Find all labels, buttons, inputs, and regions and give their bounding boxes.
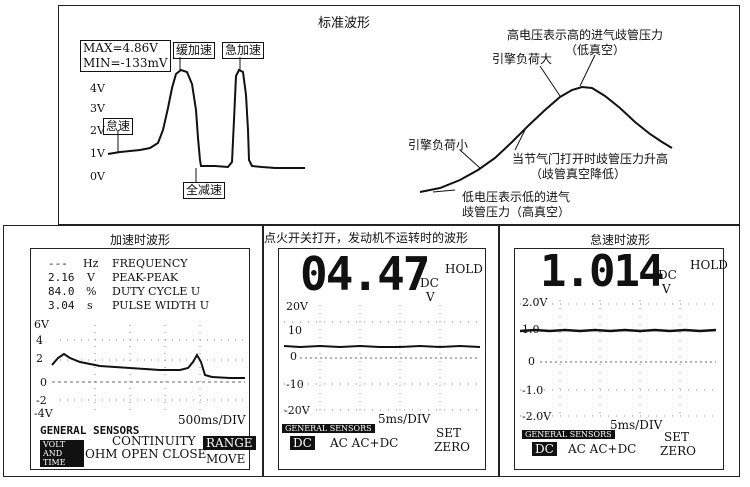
panel2-unit-dc: DC [420, 276, 439, 290]
panel3-ytick-0: 0 [528, 355, 535, 368]
continuity-label: CONTINUITY [112, 434, 196, 448]
panel1-ytick-6: 6V [34, 318, 49, 331]
panel2-ytick-10: 10 [288, 324, 302, 337]
panel3-hold-label: HOLD [690, 258, 728, 272]
panel3-ytick-m1: -1.0 [522, 384, 544, 397]
panel1-mode-label: GENERAL SENSORS [40, 424, 140, 437]
high-load-note: 引擎负荷大 [492, 52, 553, 66]
panel1-ytick-m4: -4V [34, 407, 53, 420]
panel1-ytick-4: 4 [36, 334, 43, 347]
accel-fast-label: 急加速 [222, 42, 265, 59]
low-pressure-note: 低电压表示低的进气 [462, 190, 571, 204]
panel3-unit-v: V [662, 282, 671, 296]
panel2-ytick-m20: -20V [284, 404, 310, 417]
top-ytick-2: 2V [90, 124, 105, 137]
panel3-ac-options[interactable]: AC AC+DC [568, 442, 637, 456]
panel3-timebase: 5ms/DIV [610, 418, 663, 432]
panel2-mode-label: GENERAL SENSORS [282, 424, 375, 433]
panel3-unit-dc: DC [658, 268, 677, 282]
reading-duty-value: 84.0 [48, 285, 75, 298]
panel-divider-1 [262, 225, 264, 477]
max-min-label: MAX=4.86V MIN=-133mV [80, 40, 171, 72]
panel2-hold-label: HOLD [445, 262, 483, 276]
reading-peak-value: 2.16 [48, 271, 75, 284]
reading-pulse-label: PULSE WIDTH U [112, 299, 210, 312]
panel2-unit-v: V [426, 290, 435, 304]
idle-label: 怠速 [103, 118, 134, 135]
volt-time-button[interactable]: VOLT AND TIME [40, 440, 84, 467]
reading-duty-label: DUTY CYCLE U [112, 285, 201, 298]
panel1-timebase: 500ms/DIV [178, 413, 246, 427]
top-ytick-4: 4V [90, 82, 105, 95]
reading-pulse-unit: s [87, 299, 93, 312]
panel3-waveform-trace [519, 328, 717, 333]
panel2-ytick-20: 20V [286, 300, 308, 313]
panel2-set-button[interactable]: SET [436, 426, 461, 440]
load-curve-trace [419, 85, 673, 193]
reading-pulse-value: 3.04 [48, 299, 75, 312]
panel2-dc-button[interactable]: DC [290, 436, 315, 450]
top-title: 标准波形 [318, 16, 371, 31]
panel3-set-button[interactable]: SET [664, 430, 689, 444]
panel1-ytick-m2: -2 [36, 394, 47, 407]
panel2-scope-screen [278, 248, 486, 470]
panel1-scope-screen [30, 248, 250, 470]
reading-frequency-unit: Hz [83, 257, 99, 270]
top-ytick-1: 1V [90, 147, 105, 160]
panel2-ytick-m10: -10 [286, 378, 304, 391]
standard-waveform-trace [107, 68, 305, 169]
top-panel-frame [58, 5, 740, 225]
panel2-ytick-0: 0 [290, 350, 297, 363]
high-pressure-note: 高电压表示高的进气歧管压力 [507, 28, 664, 42]
panel3-big-reading: 1.014 [540, 246, 664, 297]
panel2-title: 点火开关打开，发动机不运转时的波形 [264, 231, 469, 245]
panel1-waveform-trace [51, 352, 245, 379]
reading-frequency-value: --- [48, 257, 68, 270]
top-ytick-0: 0V [90, 170, 105, 183]
panel-divider-2 [498, 225, 500, 477]
panel2-timebase: 5ms/DIV [378, 412, 431, 426]
panel3-zero-button[interactable]: ZERO [660, 444, 696, 458]
panel1-ytick-2: 2 [36, 352, 43, 365]
range-button[interactable]: RANGE [203, 436, 256, 450]
panel2-waveform-trace [283, 344, 481, 349]
max-label: MAX=4.86V [83, 41, 158, 55]
min-label: MIN=-133mV [83, 56, 168, 70]
panel2-ac-options[interactable]: AC AC+DC [330, 436, 399, 450]
panel2-big-reading: 04.47 [300, 247, 430, 301]
reading-peak-label: PEAK-PEAK [112, 271, 179, 284]
panel3-ytick-2: 2.0V [522, 296, 548, 309]
panel1-title: 加速时波形 [110, 233, 171, 247]
full-decel-label: 全减速 [183, 182, 226, 199]
panel3-dc-button[interactable]: DC [532, 442, 557, 456]
reading-peak-unit: V [87, 271, 95, 284]
bottom-panels-frame [3, 225, 740, 477]
move-label: MOVE [206, 452, 246, 466]
low-load-note: 引擎负荷小 [408, 138, 469, 152]
reading-frequency-label: FREQUENCY [112, 257, 188, 270]
vacuum-drop-note: （歧管真空降低） [530, 167, 627, 181]
panel2-zero-button[interactable]: ZERO [434, 440, 470, 454]
high-vacuum-note: 歧管压力（高真空） [462, 205, 571, 219]
panel3-title: 怠速时波形 [590, 233, 651, 247]
panel1-ytick-0: 0 [40, 376, 47, 389]
top-ytick-3: 3V [90, 102, 105, 115]
accel-slow-label: 缓加速 [173, 42, 216, 59]
low-vacuum-note: （低真空） [565, 43, 626, 57]
ohm-open-close-label: OHM OPEN CLOSE [85, 447, 207, 461]
panel3-mode-label: GENERAL SENSORS [522, 430, 615, 439]
reading-duty-unit: % [86, 285, 97, 298]
throttle-open-note: 当节气门打开时歧管压力升高 [512, 152, 669, 166]
